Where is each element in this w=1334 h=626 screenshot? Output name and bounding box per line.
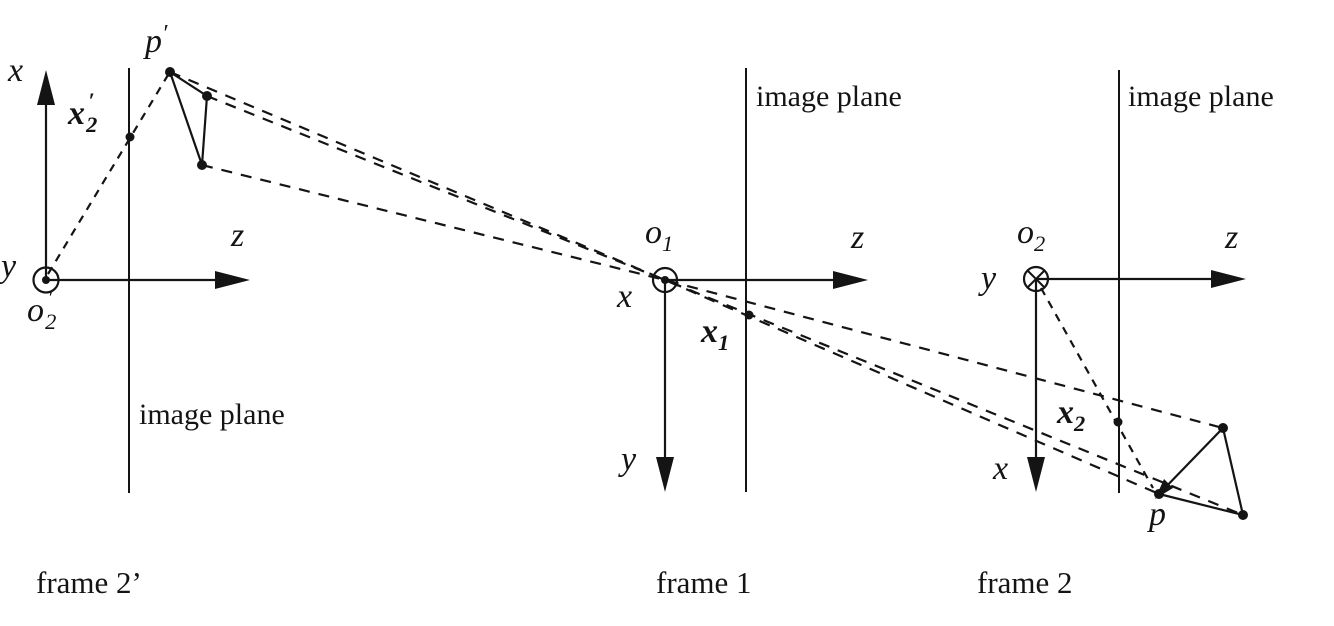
frame2-triangle-vertex-p [1154, 489, 1164, 499]
origin-sub: 2 [45, 308, 57, 334]
frame2prime-x-axis-arrowhead [37, 70, 55, 105]
origin-base: o [645, 214, 662, 251]
frame2prime-projection-ray-dashed [47, 74, 169, 275]
frame2prime-z-axis-label: z [231, 217, 245, 254]
frame1-y-axis-label: y [621, 441, 637, 478]
frame2prime-origin-label: o′2 [27, 286, 57, 334]
frame2prime-caption: frame 2’ [36, 565, 142, 600]
frame1-x-axis-label: x [617, 278, 633, 315]
frame2-triangle-vertex-3 [1238, 510, 1248, 520]
origin-sub: 1 [662, 230, 674, 256]
image-point-sub: 2 [1074, 410, 1086, 436]
frame1-origin-dot [661, 276, 669, 284]
frame2prime-triangle-vertex-3 [197, 160, 207, 170]
frame2prime-triangle-vertex-2 [202, 91, 212, 101]
frame1-group [651, 68, 868, 492]
image-point-sub: 1 [718, 329, 730, 355]
frame1-z-axis-label: z [851, 219, 865, 256]
frame2-origin-label: o2 [1017, 216, 1045, 255]
frame1-origin-label: o1 [645, 216, 673, 255]
frame1-image-plane-label: image plane [756, 80, 902, 113]
frame2prime-image-plane-label: image plane [139, 398, 285, 431]
frame2-image-point-label: x2 [1057, 396, 1085, 435]
frame1-image-point-dot [744, 310, 754, 320]
image-point-sub: 2 [86, 111, 98, 137]
frame2prime-y-axis-label: y [1, 248, 17, 285]
frame2prime-x-axis-label: x [8, 52, 24, 89]
frame2-origin-cross-stroke-2 [1026, 269, 1046, 289]
frame2-group [1022, 70, 1248, 520]
frame2-x-axis-label: x [993, 450, 1009, 487]
image-point-base: x [1057, 394, 1074, 431]
frame2-z-axis-label: z [1225, 219, 1239, 256]
image-point-prime: ′ [88, 88, 95, 114]
image-point-base: x [68, 95, 85, 132]
rays-through-frame1-origin [169, 70, 1244, 517]
image-point-prime-sub: ′2 [86, 89, 98, 137]
frame2prime-origin-dot [42, 276, 50, 284]
origin-base: o [1017, 214, 1034, 251]
image-point-base: x [701, 313, 718, 350]
origin-prime: ′ [47, 285, 53, 311]
frame2prime-image-point-label: x′2 [68, 89, 98, 137]
frame2prime-origin-symbol-out-of-page [32, 266, 60, 294]
ray-vertex2-o1-vertex2 [206, 94, 1244, 517]
frame2-image-plane-label: image plane [1128, 80, 1274, 113]
frame2prime-group [32, 67, 250, 493]
frame2-image-point-dot [1113, 417, 1123, 427]
frame2prime-scene-point-label: p′ [145, 20, 168, 61]
scene-point-prime: ′ [162, 20, 168, 47]
origin-sub: 2 [1034, 230, 1046, 256]
frame2prime-z-axis-arrowhead [215, 271, 250, 289]
frame2prime-object-triangle [167, 69, 209, 166]
frame2prime-image-point-dot [125, 132, 135, 142]
frame2-origin-symbol-into-page [1022, 265, 1050, 293]
ray-vertex3-o1-vertex3 [201, 163, 1224, 430]
origin-base: o [27, 292, 44, 329]
frame2-triangle-vertex-2 [1218, 423, 1228, 433]
frame2-scene-point-label: p [1149, 496, 1166, 533]
frame2-projection-ray-dashed [1040, 287, 1154, 489]
frame2-caption: frame 2 [977, 565, 1073, 600]
scene-point-base: p [145, 23, 162, 61]
frame1-caption: frame 1 [656, 565, 752, 600]
frame1-z-axis-arrowhead [833, 271, 868, 289]
frame2-object-triangle [1156, 425, 1245, 517]
frame2-z-axis-arrowhead [1211, 270, 1246, 288]
frame1-y-axis-arrowhead [656, 457, 674, 492]
frame1-origin-symbol-out-of-page [651, 266, 679, 294]
frame2-x-axis-arrowhead [1027, 457, 1045, 492]
frame2-y-axis-label: y [981, 260, 997, 297]
frame2prime-triangle-vertex-pprime [165, 67, 175, 77]
frame1-image-point-label: x1 [701, 315, 729, 354]
origin-prime-sub: ′2 [45, 286, 57, 334]
